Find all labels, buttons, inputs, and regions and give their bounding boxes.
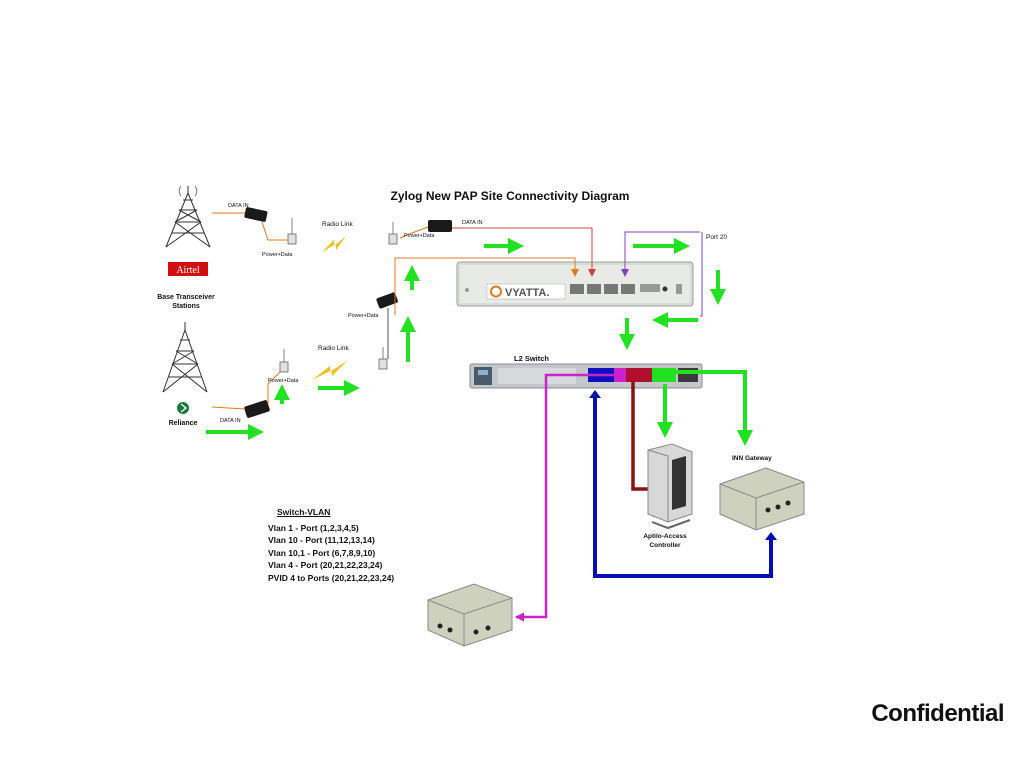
inn-gateway-icon: [719, 467, 805, 531]
aptilo-controller-icon: [647, 443, 693, 530]
access-point-icon: [427, 583, 513, 647]
bts-label-line2: Stations: [172, 303, 200, 310]
vlan-item: Vlan 10,1 - Port (6,7,8,9,10): [268, 547, 376, 558]
data-in-label-3: DATA IN: [220, 418, 241, 424]
radio-link-bolt-icon: [312, 236, 348, 380]
vlan-item: PVID 4 to Ports (20,21,22,23,24): [268, 572, 395, 583]
power-data-label-3: Power+Data: [348, 313, 379, 319]
switch-links: [515, 370, 777, 622]
reliance-label: Reliance: [169, 420, 198, 427]
svg-text:VYATTA.: VYATTA.: [505, 287, 549, 299]
switch-vlan-legend: Switch-VLAN Vlan 1 - Port (1,2,3,4,5) Vl…: [268, 506, 394, 585]
radio-link-label-1: Radio Link: [322, 221, 353, 228]
diagram-title: Zylog New PAP Site Connectivity Diagram: [391, 189, 630, 203]
vlan-item: Vlan 4 - Port (20,21,22,23,24): [268, 560, 383, 571]
radio-antenna-icon: [279, 218, 398, 373]
switch-vlan-title: Switch-VLAN: [277, 507, 331, 517]
aptilo-label-line1: Aptilo-Access: [643, 533, 687, 540]
data-flow-arrows: [206, 238, 726, 440]
vlan-item: Vlan 10 - Port (11,12,13,14): [268, 535, 375, 546]
airtel-tower-icon: [165, 185, 211, 248]
airtel-logo: Airtel: [168, 262, 208, 276]
radio-link-label-2: Radio Link: [318, 345, 349, 352]
port-20-label: Port 20: [706, 234, 727, 241]
vlan-item: Vlan 1 - Port (1,2,3,4,5): [268, 522, 359, 533]
power-data-label-1: Power+Data: [262, 252, 293, 258]
data-in-label-1: DATA IN: [228, 203, 249, 209]
aptilo-label-line2: Controller: [649, 542, 681, 549]
reliance-tower-icon: [162, 322, 208, 393]
poe-cable: [211, 212, 429, 410]
bts-label-line1: Base Transceiver: [157, 294, 215, 301]
poe-injector-icon: [244, 207, 452, 418]
confidential-footer: Confidential: [871, 700, 1004, 727]
inn-gateway-label: INN Gateway: [732, 455, 772, 462]
power-data-label-4: Power+Data: [268, 378, 299, 384]
vlan-cables: [394, 227, 703, 317]
data-in-label-2: DATA IN: [462, 220, 483, 226]
reliance-logo-icon: [177, 402, 189, 414]
vyatta-router-icon: VYATTA.: [456, 261, 694, 307]
l2-switch-label: L2 Switch: [514, 354, 549, 363]
power-data-label-2: Power+Data: [404, 233, 435, 239]
svg-text:Airtel: Airtel: [176, 265, 200, 276]
